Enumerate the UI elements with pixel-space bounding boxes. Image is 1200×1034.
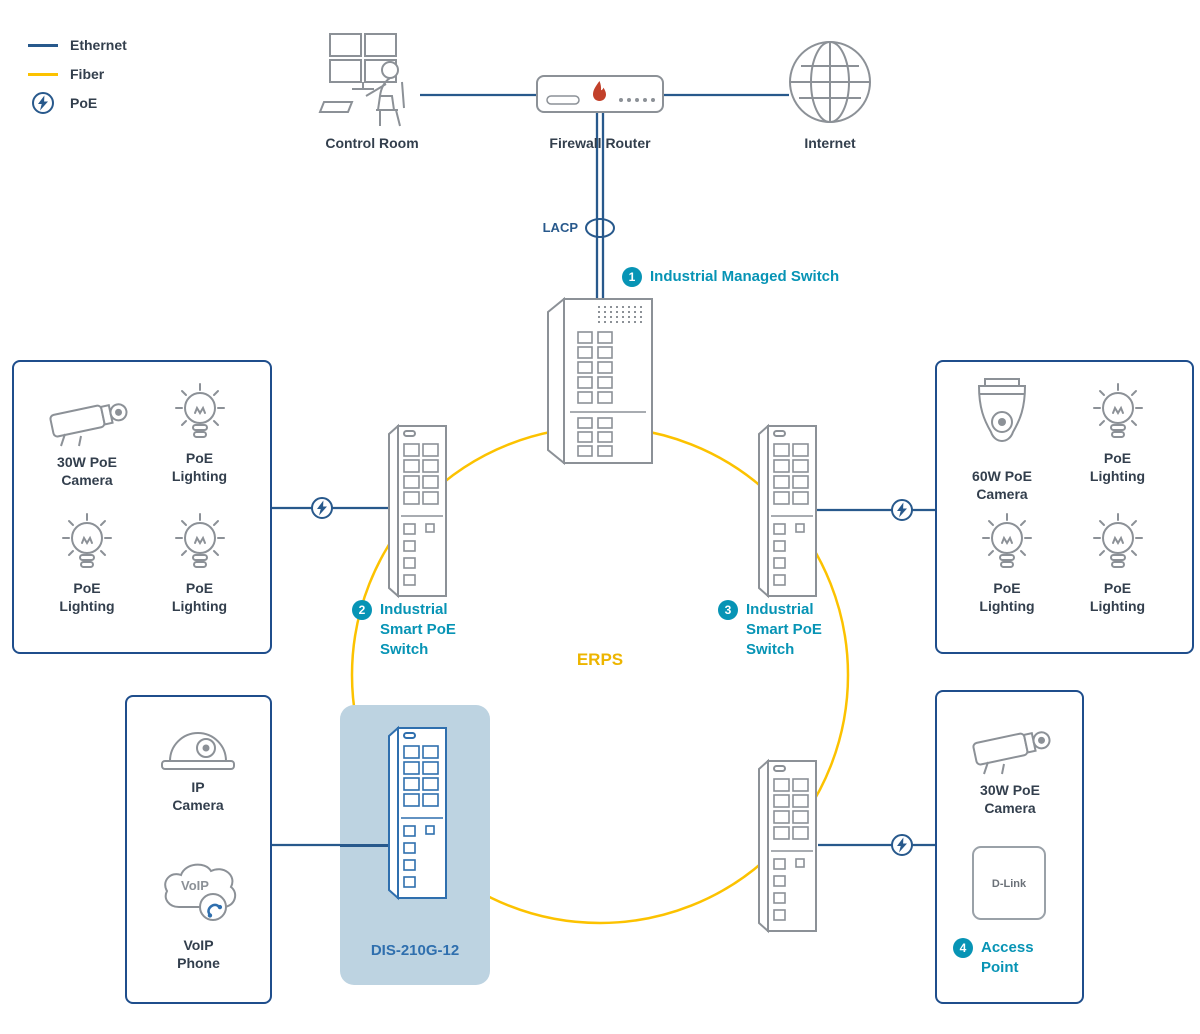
device-label: VoIP Phone — [177, 937, 220, 971]
smart-switch-3-label: Industrial Smart PoE Switch — [746, 601, 822, 658]
legend-ethernet: Ethernet — [28, 34, 127, 56]
legend-fiber: Fiber — [28, 63, 127, 85]
light-bulb-icon — [62, 513, 112, 568]
poe-devices-box-top-right: 60W PoE Camera PoE Lighting — [935, 360, 1194, 654]
poe-lighting-5: PoE Lighting — [952, 512, 1062, 615]
device-label: 30W PoE Camera — [57, 454, 117, 488]
device-label: PoE Lighting — [59, 580, 115, 614]
internet-globe-icon — [789, 41, 871, 123]
device-label: PoE Lighting — [979, 580, 1035, 614]
legend-poe: PoE — [28, 92, 127, 114]
ptz-dome-camera-icon — [977, 378, 1027, 442]
lacp-aggregation-ring — [585, 218, 615, 238]
industrial-managed-switch-icon — [547, 296, 653, 466]
poe-devices-box-bottom-right: 30W PoE Camera D-Link 4 Access Point — [935, 690, 1084, 1004]
poe-badge-right — [891, 499, 913, 521]
voip-cloud-text: VoIP — [181, 878, 209, 893]
device-label: 60W PoE Camera — [972, 468, 1032, 502]
device-label: PoE Lighting — [171, 450, 228, 484]
poe-lighting-6: PoE Lighting — [1065, 512, 1170, 615]
poe-badge-left — [311, 497, 333, 519]
poe-lighting-3: PoE Lighting — [147, 512, 252, 615]
device-label: 30W PoE Camera — [980, 782, 1040, 816]
light-bulb-icon — [1092, 513, 1143, 568]
badge-4: 4 — [953, 938, 973, 958]
poe-lighting-2: PoE Lighting — [32, 512, 142, 615]
poe-camera-30w-2: 30W PoE Camera — [955, 716, 1065, 817]
dis-210g-12-switch-icon — [388, 725, 447, 901]
bullet-camera-icon — [972, 731, 1051, 775]
control-room-icon — [318, 33, 405, 127]
industrial-smart-poe-switch-3-icon — [758, 423, 817, 599]
device-label: PoE Lighting — [171, 580, 228, 614]
light-bulb-icon — [1092, 383, 1143, 438]
erps-label: ERPS — [576, 650, 624, 669]
light-bulb-icon — [174, 383, 225, 438]
ethernet-link-into-highlight — [340, 844, 397, 847]
internet-label: Internet — [804, 135, 856, 151]
poe-badge-bottom-right — [891, 834, 913, 856]
smart-switch-2-callout: 2 Industrial Smart PoE Switch — [352, 600, 456, 660]
managed-switch-callout: 1 Industrial Managed Switch — [622, 267, 839, 287]
flame-icon — [593, 81, 606, 101]
dome-camera-icon — [161, 732, 235, 770]
ip-camera: IP Camera — [143, 721, 253, 814]
badge-2: 2 — [352, 600, 372, 620]
badge-1: 1 — [622, 267, 642, 287]
industrial-smart-poe-switch-2-icon — [388, 423, 447, 599]
light-bulb-icon — [174, 513, 225, 568]
access-point-icon: D-Link — [972, 846, 1046, 920]
fiber-line-icon — [28, 72, 58, 76]
access-point-callout: 4 Access Point — [953, 938, 1034, 978]
poe-camera-60w: 60W PoE Camera — [957, 376, 1047, 503]
voip-phone: VoIP VoIP Phone — [141, 855, 256, 972]
ethernet-links — [268, 93, 935, 847]
managed-switch-label: Industrial Managed Switch — [650, 268, 840, 285]
smart-switch-2-label: Industrial Smart PoE Switch — [380, 601, 456, 658]
poe-bolt-icon — [28, 91, 58, 115]
device-label: PoE Lighting — [1089, 450, 1146, 484]
phone-handset-icon — [206, 903, 222, 918]
access-point-logo-text: D-Link — [992, 878, 1027, 890]
poe-lighting-1: PoE Lighting — [147, 382, 252, 485]
industrial-smart-poe-switch-4-icon — [758, 758, 817, 934]
ip-devices-box-bottom-left: IP Camera VoIP VoIP Phone — [125, 695, 272, 1004]
voip-cloud-icon: VoIP — [163, 863, 236, 921]
smart-switch-3-callout: 3 Industrial Smart PoE Switch — [718, 600, 822, 660]
badge-3: 3 — [718, 600, 738, 620]
firewall-router-label: Firewall Router — [549, 135, 651, 151]
legend: Ethernet Fiber PoE — [28, 34, 127, 121]
poe-camera-30w: 30W PoE Camera — [32, 388, 142, 489]
device-label: PoE Lighting — [1089, 580, 1146, 614]
lacp-label: LACP — [542, 220, 578, 235]
control-room-label: Control Room — [325, 135, 419, 151]
ethernet-line-icon — [28, 43, 58, 47]
light-bulb-icon — [982, 513, 1032, 568]
poe-devices-box-top-left: 30W PoE Camera PoE Lighting — [12, 360, 272, 654]
access-point-label: Access Point — [981, 939, 1034, 976]
dis-switch-model-label: DIS-210G-12 — [370, 942, 460, 959]
firewall-router-icon — [536, 75, 664, 113]
legend-poe-label: PoE — [70, 95, 98, 111]
legend-fiber-label: Fiber — [70, 66, 105, 82]
bullet-camera-icon — [49, 403, 128, 447]
device-label: IP Camera — [172, 779, 224, 813]
legend-ethernet-label: Ethernet — [70, 37, 127, 53]
poe-lighting-4: PoE Lighting — [1065, 382, 1170, 485]
